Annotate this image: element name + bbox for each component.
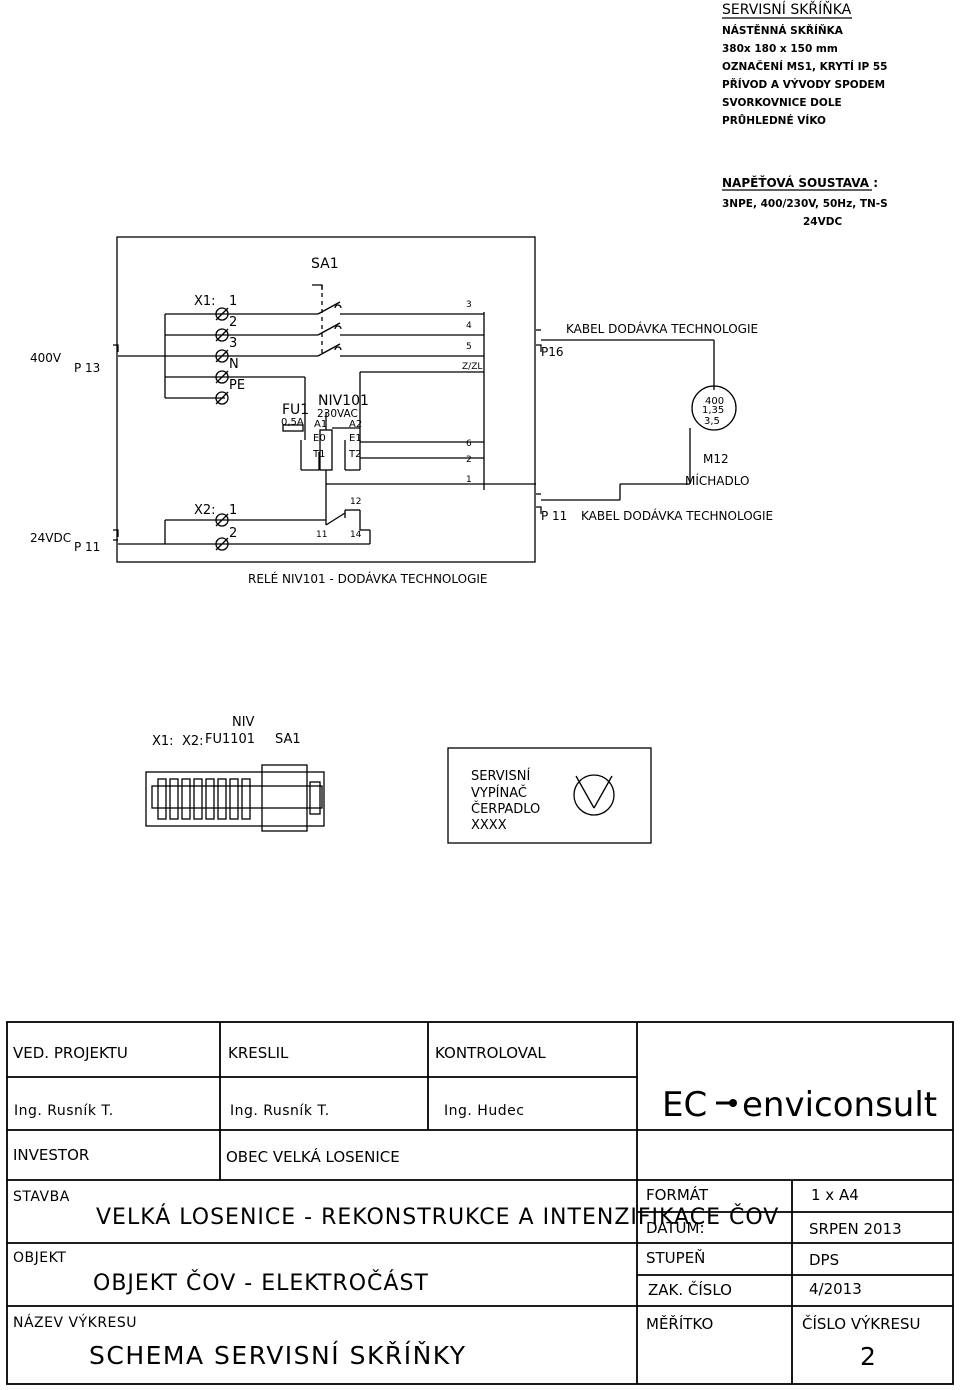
- right-term: 6: [466, 439, 472, 449]
- p11-right-label: P 11: [541, 509, 567, 523]
- motor-value: 3,5: [704, 416, 720, 427]
- right-term: 2: [466, 455, 472, 465]
- header-line: PŘÍVOD A VÝVODY SPODEM: [722, 78, 885, 91]
- x1-term: 1: [229, 294, 237, 309]
- lv-x1: X1:: [152, 734, 174, 749]
- motor-michadlo: MÍCHADLO: [685, 473, 749, 488]
- voltage-line: 24VDC: [803, 216, 842, 228]
- contact-12: 12: [350, 497, 361, 507]
- x2-term: 1: [229, 503, 237, 518]
- x1-label: X1:: [194, 294, 216, 309]
- x2-label: X2:: [194, 503, 216, 518]
- x2-term: 2: [229, 526, 237, 541]
- motor-value: 400: [705, 396, 724, 407]
- rele-note: RELÉ NIV101 - DODÁVKA TECHNOLOGIE: [248, 571, 488, 586]
- p11-left-label: P 11: [74, 540, 100, 554]
- right-term: 4: [466, 321, 472, 331]
- panel-line: XXXX: [471, 818, 507, 833]
- t1-label: T1: [312, 449, 325, 460]
- x1-term: PE: [229, 378, 245, 393]
- voltage-line: 3NPE, 400/230V, 50Hz, TN-S: [722, 198, 888, 210]
- right-term: 1: [466, 475, 472, 485]
- header-line: 380x 180 x 150 mm: [722, 43, 838, 55]
- niv-label: NIV101: [318, 393, 369, 409]
- header-line: OZNAČENÍ MS1, KRYTÍ IP 55: [722, 60, 888, 73]
- x1-term: N: [229, 357, 239, 372]
- header-title: SERVISNÍ SKŘÍŇKA: [722, 1, 852, 18]
- e0-label: E0: [313, 433, 326, 444]
- lv-niv: NIV: [232, 715, 255, 730]
- lv-x2: X2:: [182, 734, 204, 749]
- x1-term: 3: [229, 336, 237, 351]
- lv-fu: FU1101: [205, 732, 255, 747]
- a1-label: A1: [314, 419, 327, 430]
- panel-line: ČERPADLO: [471, 801, 540, 817]
- header-line: NÁSTĚNNÁ SKŘÍŇKA: [722, 24, 844, 37]
- service-panel: [447, 747, 652, 844]
- cable-bottom-label: KABEL DODÁVKA TECHNOLOGIE: [581, 508, 773, 523]
- voltage-title: NAPĚŤOVÁ SOUSTAVA :: [722, 175, 878, 190]
- motor-value: 1,35: [702, 405, 724, 416]
- header-line: PRŮHLEDNÉ VÍKO: [722, 114, 826, 127]
- contact-14: 14: [350, 530, 362, 540]
- x1-term: 2: [229, 315, 237, 330]
- right-term: 3: [466, 300, 472, 310]
- voltage-400v: 400V: [30, 351, 62, 365]
- contact-11: 11: [316, 530, 327, 540]
- e1-label: E1: [349, 433, 362, 444]
- right-term: 5: [466, 342, 472, 352]
- niv-voltage: 230VAC: [317, 408, 358, 420]
- motor-m12: M12: [703, 452, 729, 466]
- lv-sa1: SA1: [275, 732, 301, 747]
- right-term: Z/ZL: [462, 362, 482, 372]
- a2-label: A2: [349, 419, 362, 430]
- voltage-24vdc: 24VDC: [30, 531, 71, 545]
- cable-top-label: KABEL DODÁVKA TECHNOLOGIE: [566, 321, 758, 336]
- enclosure-frame: [116, 236, 536, 563]
- header-line: SVORKOVNICE DOLE: [722, 97, 842, 109]
- sa1-label: SA1: [311, 256, 339, 272]
- t2-label: T2: [348, 449, 361, 460]
- p13-label: P 13: [74, 361, 100, 375]
- p16-label: P16: [541, 345, 564, 359]
- title-block-frame: [6, 1021, 954, 1385]
- fu1-rating: 0,5A: [281, 417, 304, 428]
- fu1-label: FU1: [282, 402, 309, 418]
- panel-line: VYPÍNAČ: [471, 785, 527, 801]
- panel-line: SERVISNÍ: [471, 768, 530, 784]
